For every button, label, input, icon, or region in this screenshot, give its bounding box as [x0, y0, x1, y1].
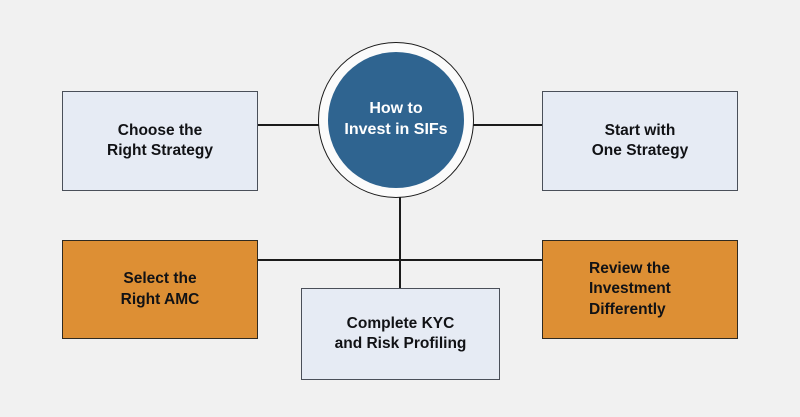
node-select-the-right-amc[interactable]: Select the Right AMC [62, 240, 258, 339]
connector-center-to-top-right [462, 124, 542, 126]
center-hub-disc: How to Invest in SIFs [328, 52, 464, 188]
node-label-select-the-right-amc: Select the Right AMC [120, 270, 200, 308]
connector-center-to-top-left [250, 124, 330, 126]
node-label-start-with-one-strategy: Start with One Strategy [591, 121, 689, 159]
node-center-hub[interactable]: How to Invest in SIFs [318, 42, 474, 198]
node-label-complete-kyc-and-risk-profiling: Complete KYC and Risk Profiling [334, 314, 467, 352]
node-label-choose-the-right-strategy: Choose the Right Strategy [107, 121, 213, 159]
node-review-the-investment-differently[interactable]: Review the Investment Differently [542, 240, 738, 339]
node-label-center-hub: How to Invest in SIFs [344, 100, 448, 138]
connector-center-to-bottom-center [399, 190, 401, 290]
node-start-with-one-strategy[interactable]: Start with One Strategy [542, 91, 738, 191]
node-complete-kyc-and-risk-profiling[interactable]: Complete KYC and Risk Profiling [301, 288, 500, 380]
node-choose-the-right-strategy[interactable]: Choose the Right Strategy [62, 91, 258, 191]
node-label-review-the-investment-differently: Review the Investment Differently [589, 259, 671, 318]
